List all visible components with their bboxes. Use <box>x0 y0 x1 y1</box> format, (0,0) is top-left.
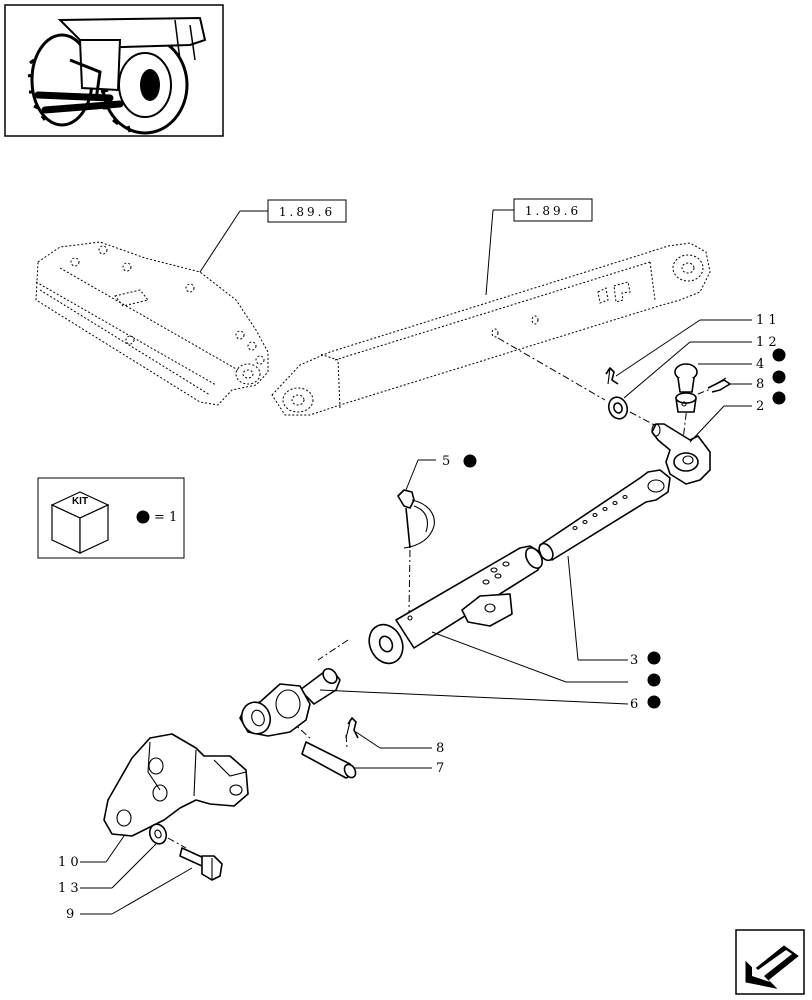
part-7-pin[interactable] <box>301 741 358 780</box>
next-page-arrow-icon[interactable] <box>735 929 805 995</box>
kit-dot-8 <box>772 370 786 384</box>
callout-5: 5 <box>442 454 450 469</box>
lower-link-arm-ghost <box>271 242 711 416</box>
callout-6: 6 <box>630 697 638 712</box>
svg-text:1.89.6: 1.89.6 <box>525 204 581 218</box>
callout-8-lower: 8 <box>436 741 444 756</box>
callout-4: 4 <box>756 357 764 372</box>
kit-dots <box>463 348 786 709</box>
leader-lines <box>80 319 752 915</box>
reference-box-right[interactable]: 1.89.6 <box>513 198 593 222</box>
part-3-adjusting-rod[interactable] <box>536 469 671 563</box>
housing-bracket-ghost <box>35 241 269 406</box>
kit-cube-icon: KIT <box>50 491 110 554</box>
svg-text:1.89.6: 1.89.6 <box>279 205 335 219</box>
kit-dot-4 <box>772 348 786 362</box>
kit-dot-3 <box>647 651 661 665</box>
part-13-washer[interactable] <box>147 822 169 846</box>
kit-legend: KIT = 1 <box>37 477 185 559</box>
kit-dot-5 <box>463 454 477 468</box>
callout-8-upper: 8 <box>756 377 764 392</box>
kit-dot-2 <box>772 391 786 405</box>
part-6-tube[interactable] <box>363 545 546 669</box>
callout-2: 2 <box>756 399 764 414</box>
part-9-bolt[interactable] <box>179 847 223 881</box>
kit-box-label: KIT <box>72 496 88 507</box>
reference-box-left[interactable]: 1.89.6 <box>267 199 347 223</box>
callout-13: 1 3 <box>58 881 79 896</box>
part-6-ball-end[interactable] <box>237 666 341 738</box>
part-4-pin[interactable] <box>674 363 698 413</box>
callout-11: 1 1 <box>756 313 777 328</box>
part-8-r-clip-upper[interactable] <box>707 377 731 393</box>
callout-9: 9 <box>66 907 74 922</box>
part-5-lynch-pin[interactable] <box>397 489 435 549</box>
tractor-thumbnail-icon <box>27 16 207 135</box>
callout-10: 1 0 <box>58 855 79 870</box>
part-10-mounting-bracket[interactable] <box>103 733 249 837</box>
filled-circle-icon <box>136 510 150 524</box>
callout-12: 1 2 <box>756 335 777 350</box>
part-11-spring-clip[interactable] <box>605 367 619 385</box>
kit-dot-unlabeled <box>647 673 661 687</box>
callout-3: 3 <box>630 653 638 668</box>
callout-7: 7 <box>436 761 444 776</box>
kit-dot-6 <box>647 695 661 709</box>
kit-equals-text: = 1 <box>154 510 177 525</box>
tractor-thumbnail <box>4 4 224 137</box>
callout-labels: 1 1 1 2 4 8 2 5 3 6 8 7 1 0 1 3 9 <box>58 313 777 922</box>
part-12-washer[interactable] <box>606 395 630 422</box>
part-2-clevis[interactable] <box>651 423 711 485</box>
part-8-r-clip-lower[interactable] <box>345 717 359 739</box>
